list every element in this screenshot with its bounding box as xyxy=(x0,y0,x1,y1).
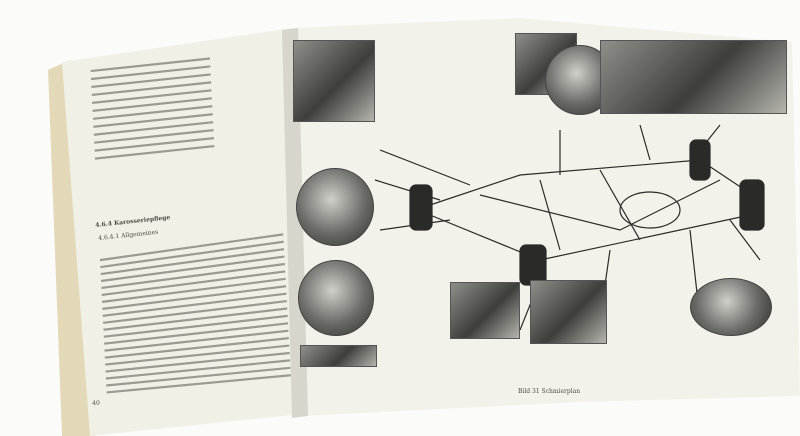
chassis-diagram xyxy=(374,124,765,331)
text-line xyxy=(102,299,287,324)
text-line xyxy=(104,322,289,345)
text-line xyxy=(93,121,214,136)
photo-bottom-1 xyxy=(450,282,520,339)
photo-bottom-2 xyxy=(530,280,607,344)
text-line xyxy=(93,113,213,128)
text-line xyxy=(101,262,285,290)
text-line xyxy=(91,81,212,97)
text-line xyxy=(101,270,286,297)
text-line xyxy=(92,89,212,104)
figure-caption: Bild 31 Schmierplan xyxy=(518,388,581,395)
photo-circle-lower xyxy=(298,260,374,336)
text-line xyxy=(103,314,288,338)
text-line xyxy=(100,240,284,269)
binding-shadow xyxy=(282,28,308,418)
text-line xyxy=(104,329,289,352)
text-line xyxy=(102,292,287,317)
text-line xyxy=(103,307,288,331)
text-line xyxy=(91,73,211,89)
text-line xyxy=(104,337,289,359)
text-line xyxy=(92,105,213,120)
photo-top-left xyxy=(293,40,375,122)
text-line xyxy=(100,255,285,283)
photo-bottom-3 xyxy=(690,278,772,336)
photo-top-3 xyxy=(600,40,787,114)
text-line xyxy=(105,351,290,373)
text-line xyxy=(92,97,213,112)
left-page xyxy=(62,28,302,436)
text-line xyxy=(90,57,211,73)
text-line xyxy=(99,233,284,262)
right-page xyxy=(290,18,800,416)
photo-circle-middle xyxy=(296,168,374,246)
text-line xyxy=(94,144,215,160)
text-line xyxy=(94,129,214,144)
text-line xyxy=(106,366,291,387)
text-line xyxy=(90,65,211,81)
text-line xyxy=(101,277,286,303)
text-line xyxy=(94,137,215,152)
text-line xyxy=(105,359,291,380)
text-line xyxy=(105,344,290,366)
text-line xyxy=(102,285,287,310)
text-line xyxy=(106,374,291,394)
photo-bottom-left xyxy=(300,345,377,367)
text-line xyxy=(100,248,285,276)
left-page-text-lines xyxy=(90,57,291,394)
page-number: 40 xyxy=(92,399,100,407)
